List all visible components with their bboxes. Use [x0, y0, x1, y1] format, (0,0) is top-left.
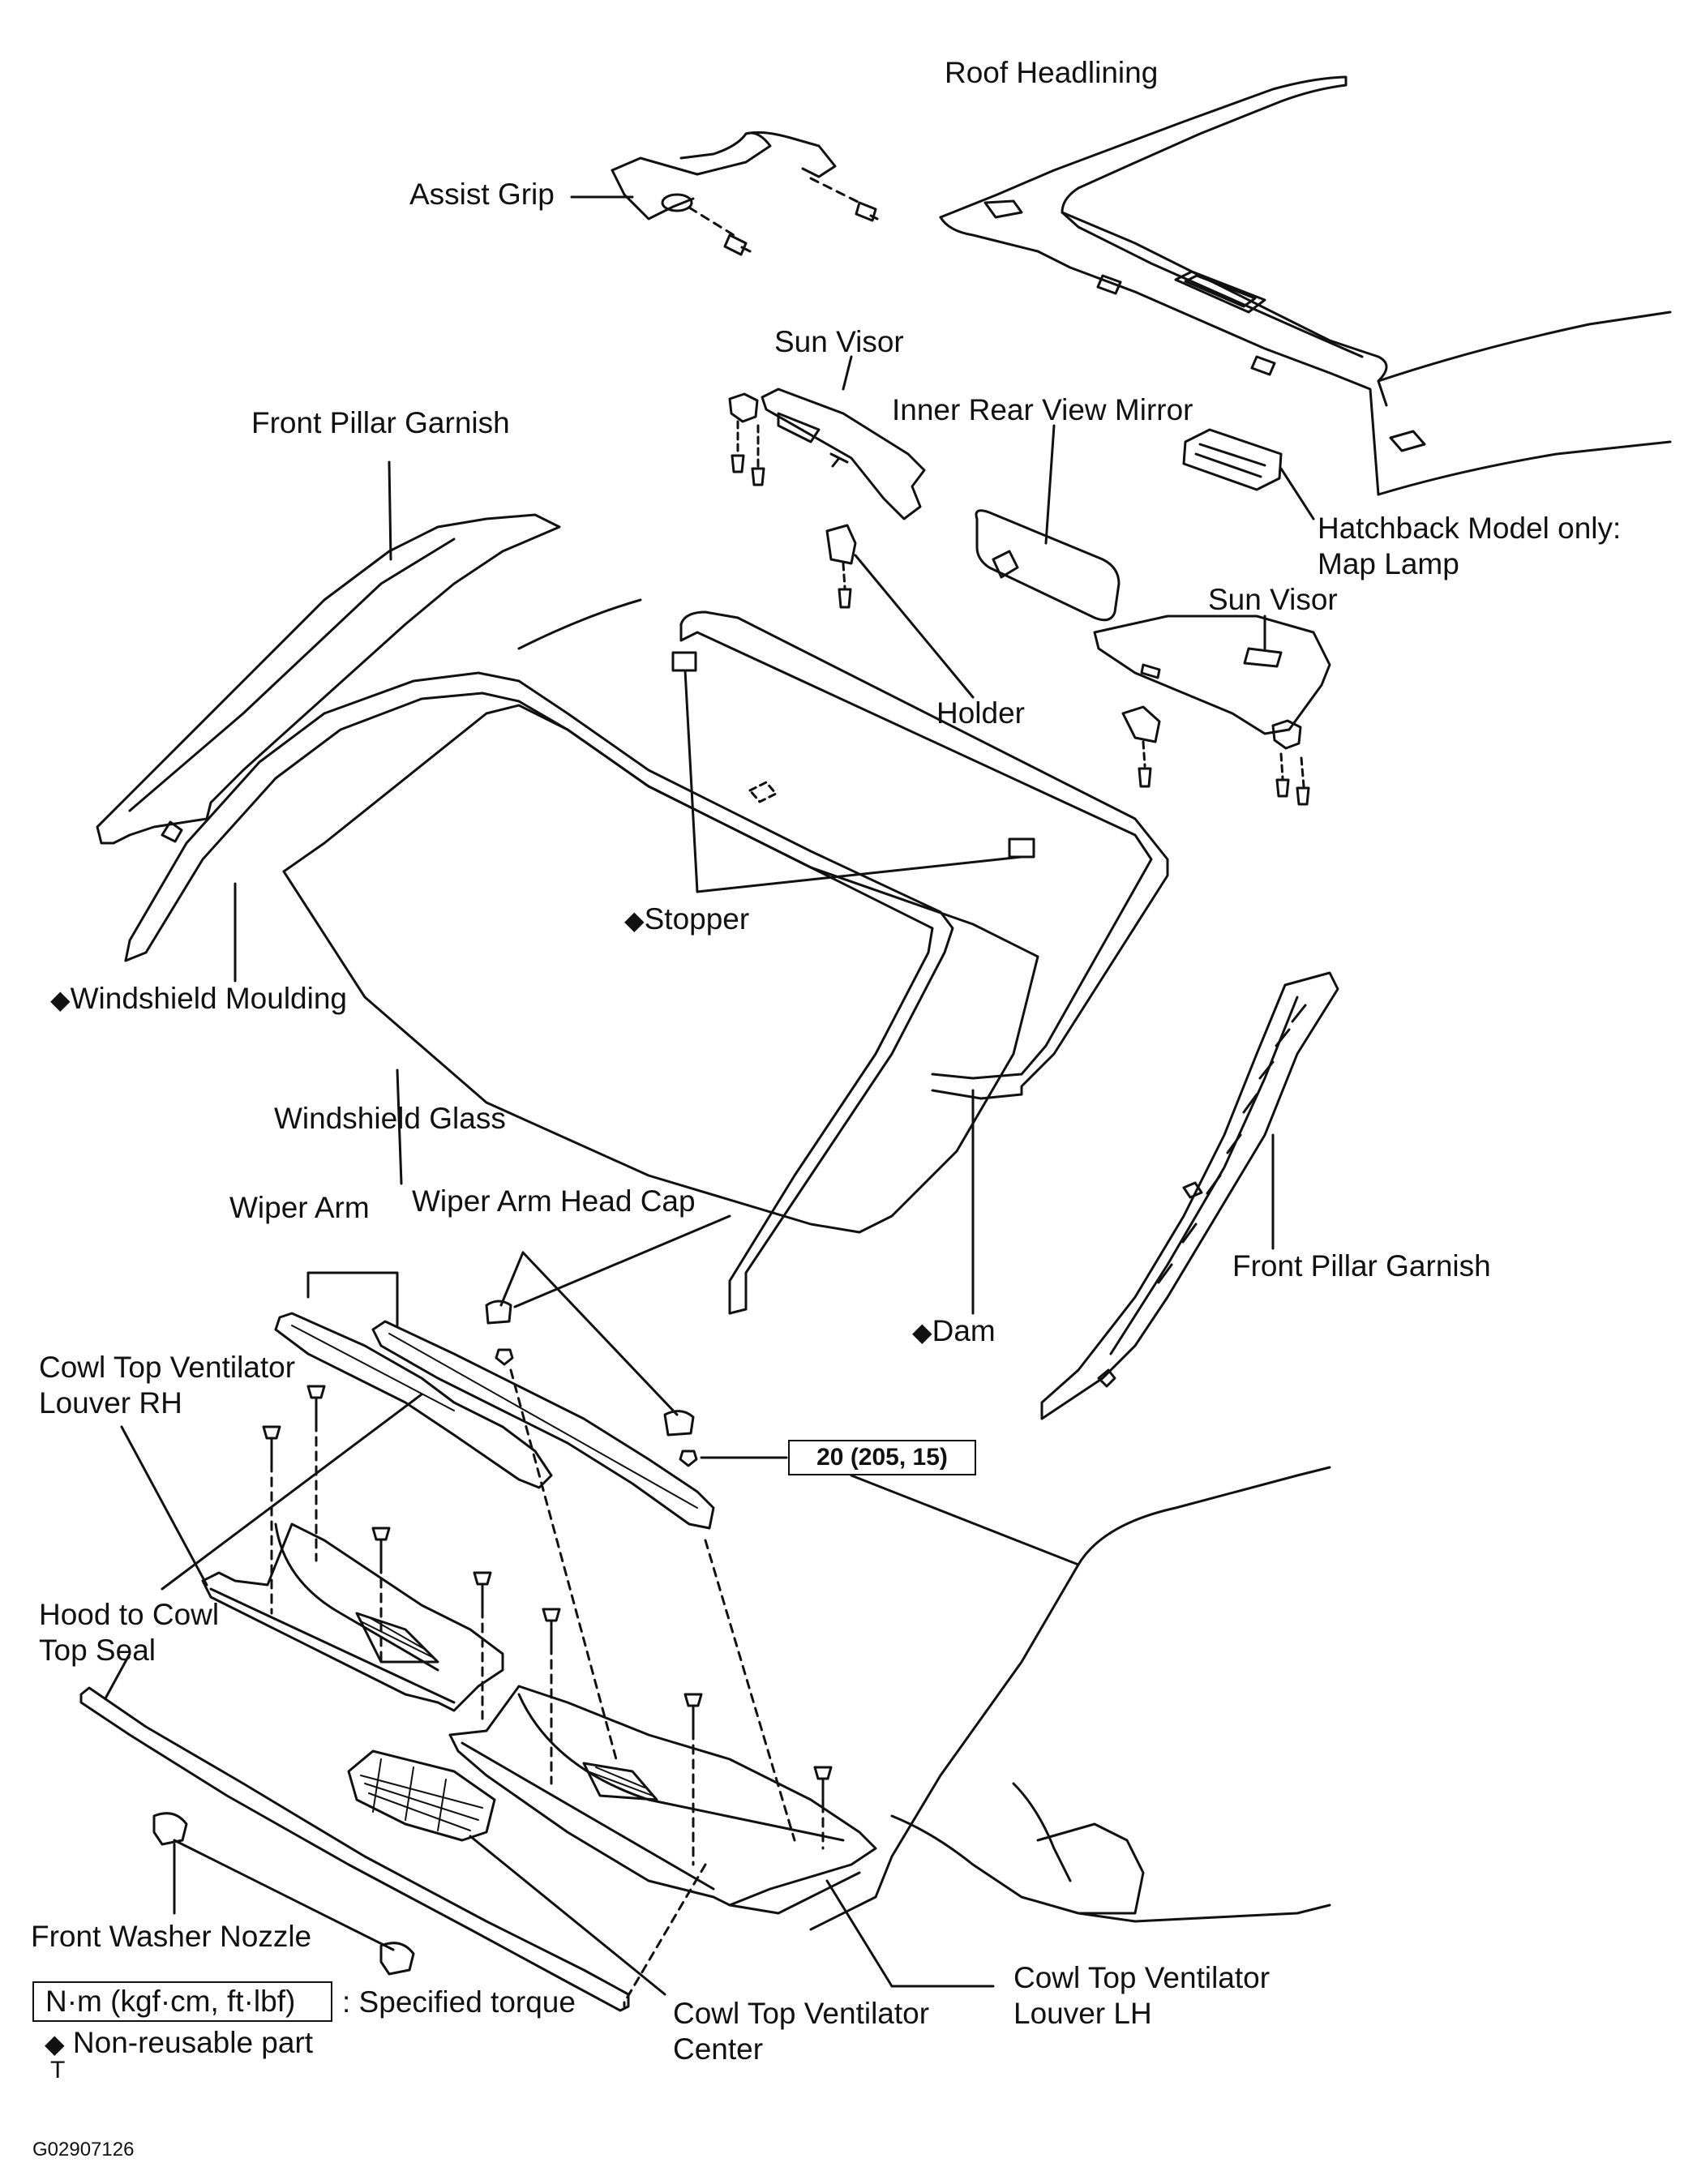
legend-non-reusable: ◆ Non-reusable part [45, 2026, 314, 2059]
label-dam: ◆Dam [912, 1314, 996, 1347]
legend-torque-unit: N·m (kgf·cm, ft·lbf) [32, 1981, 332, 2022]
label-roof-headlining: Roof Headlining [945, 56, 1159, 89]
holder-left-part [825, 524, 975, 699]
label-stopper: ◆Stopper [624, 902, 750, 936]
cowl-top-ventilator-center-part [347, 1749, 666, 1996]
label-wiper-arm-head-cap: Wiper Arm Head Cap [412, 1184, 696, 1218]
windshield-glass-part [282, 598, 1039, 1234]
label-hood-to-cowl-top-seal: Hood to Cowl Top Seal [39, 1598, 220, 1667]
holder-right-part [1121, 705, 1161, 788]
legend-torque-text: : Specified torque [342, 1985, 576, 2019]
figure-code: G02907126 [32, 2139, 135, 2160]
label-cowl-top-ventilator-louver-rh: Cowl Top Ventilator Louver RH [39, 1351, 296, 1420]
non-reusable-mark: ◆ [50, 985, 71, 1014]
dam-part [679, 610, 1169, 1315]
label-front-washer-nozzle: Front Washer Nozzle [31, 1920, 312, 1953]
label-front-pillar-garnish-left: Front Pillar Garnish [251, 406, 510, 439]
clips-and-guides [262, 1368, 833, 2008]
label-assist-grip: Assist Grip [409, 178, 555, 211]
front-washer-nozzle-part [152, 1812, 415, 1976]
label-cowl-top-ventilator-louver-lh: Cowl Top Ventilator Louver LH [1013, 1961, 1270, 2030]
sun-visor-lower-part [1093, 615, 1331, 806]
front-pillar-garnish-right-part [1040, 971, 1339, 1420]
label-sun-visor-upper: Sun Visor [774, 325, 904, 358]
label-front-pillar-garnish-right: Front Pillar Garnish [1232, 1249, 1491, 1283]
legend-t-mark: T [50, 2057, 66, 2083]
non-reusable-mark: ◆ [624, 906, 645, 935]
wiper-arm-part [161, 1271, 715, 1591]
sun-visor-upper-part [728, 355, 926, 520]
stopper-part [671, 651, 1035, 893]
cowl-top-ventilator-louver-lh-part [448, 1685, 995, 1988]
label-hatchback-map-lamp: Hatchback Model only: Map Lamp [1318, 512, 1622, 580]
label-inner-rear-view-mirror: Inner Rear View Mirror [892, 393, 1193, 426]
hood-to-cowl-top-seal-part [79, 1652, 630, 2012]
label-cowl-top-ventilator-center: Cowl Top Ventilator Center [673, 1997, 930, 2066]
roof-headlining-part [939, 75, 1672, 496]
car-body-outline [809, 1466, 1331, 1931]
map-lamp-part [1182, 428, 1315, 520]
label-windshield-glass: Windshield Glass [274, 1102, 506, 1135]
label-holder: Holder [936, 696, 1025, 730]
cowl-top-ventilator-louver-rh-part [120, 1425, 504, 1712]
wiper-arm-head-cap-part [485, 1214, 1080, 1566]
front-pillar-garnish-left-part [96, 460, 561, 845]
assist-grip-part [570, 131, 879, 256]
label-wiper-arm: Wiper Arm [229, 1191, 370, 1224]
inner-rear-view-mirror-part [975, 424, 1121, 622]
non-reusable-mark: ◆ [45, 2029, 65, 2058]
label-sun-visor-lower: Sun Visor [1208, 583, 1338, 616]
torque-callout: 20 (205, 15) [788, 1440, 976, 1475]
non-reusable-mark: ◆ [912, 1317, 932, 1347]
label-windshield-moulding: ◆Windshield Moulding [50, 982, 348, 1015]
